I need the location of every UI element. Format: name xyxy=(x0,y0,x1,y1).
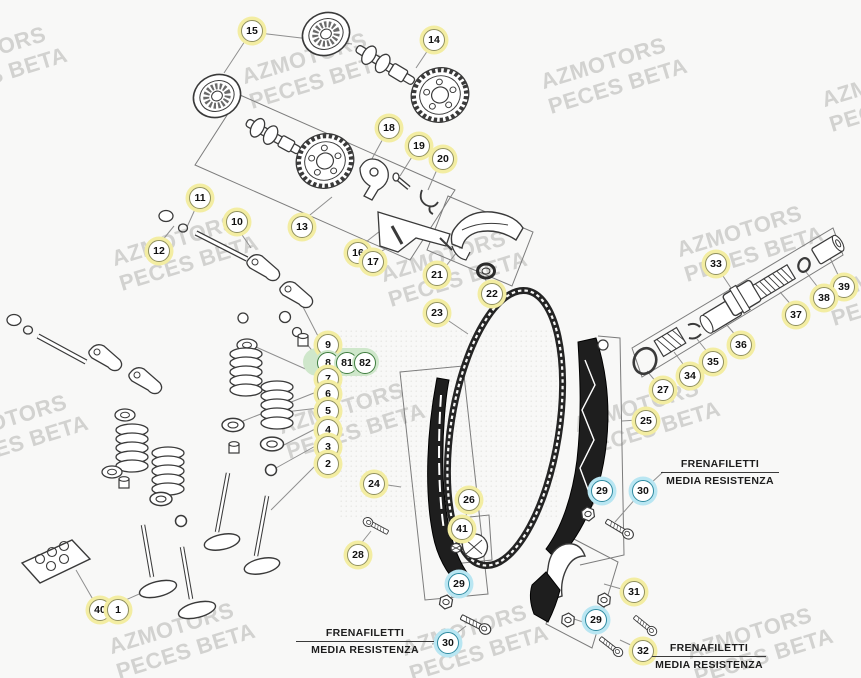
callout-27: 27 xyxy=(652,379,674,401)
tensioner-assembly-right xyxy=(632,234,845,376)
callout-24: 24 xyxy=(363,473,385,495)
valves xyxy=(138,472,281,620)
callout-29: 29 xyxy=(585,609,607,631)
threadlocker-line1: FRENAFILETTI xyxy=(296,627,434,642)
camshaft-intake xyxy=(245,117,362,197)
callout-33: 33 xyxy=(705,253,727,275)
threadlocker-label-2: FRENAFILETTI MEDIA RESISTENZA xyxy=(661,458,779,487)
threadlocker-line2: MEDIA RESISTENZA xyxy=(311,644,419,656)
threadlocker-label-1: FRENAFILETTI MEDIA RESISTENZA xyxy=(296,627,434,656)
callout-22: 22 xyxy=(481,283,503,305)
callout-30: 30 xyxy=(632,480,654,502)
callout-41: 41 xyxy=(451,518,473,540)
threadlocker-line2: MEDIA RESISTENZA xyxy=(655,659,763,671)
callout-30: 30 xyxy=(437,632,459,654)
callout-21: 21 xyxy=(426,264,448,286)
callout-15: 15 xyxy=(241,20,263,42)
needle-bearing-left xyxy=(187,67,248,125)
callout-19: 19 xyxy=(408,135,430,157)
rocker-assembly-lower xyxy=(6,313,163,395)
callout-37: 37 xyxy=(785,304,807,326)
timing-bracket xyxy=(377,211,453,253)
callout-10: 10 xyxy=(226,211,248,233)
callout-20: 20 xyxy=(432,148,454,170)
callout-12: 12 xyxy=(148,240,170,262)
timing-chain xyxy=(443,286,567,570)
callout-31: 31 xyxy=(623,581,645,603)
callout-23: 23 xyxy=(426,302,448,324)
callout-39: 39 xyxy=(833,276,855,298)
callout-34: 34 xyxy=(679,365,701,387)
shim-plate xyxy=(20,539,92,584)
valve-small-parts-left xyxy=(101,408,188,528)
decompressor-parts xyxy=(359,158,439,215)
threadlocker-label-3: FRENAFILETTI MEDIA RESISTENZA xyxy=(652,642,766,671)
callout-82: 82 xyxy=(354,352,376,374)
tensioner-26 xyxy=(450,533,489,560)
callout-38: 38 xyxy=(813,287,835,309)
rocker-assembly-upper xyxy=(158,209,314,309)
callout-18: 18 xyxy=(378,117,400,139)
callout-14: 14 xyxy=(423,29,445,51)
callout-1: 1 xyxy=(107,599,129,621)
callout-11: 11 xyxy=(189,187,211,209)
callout-36: 36 xyxy=(730,334,752,356)
camshaft-exhaust xyxy=(355,45,477,130)
tensioner-arm xyxy=(450,211,524,280)
threadlocker-line1: FRENAFILETTI xyxy=(652,642,766,657)
callout-13: 13 xyxy=(291,216,313,238)
threadlocker-line1: FRENAFILETTI xyxy=(661,458,779,473)
callout-28: 28 xyxy=(347,544,369,566)
callout-29: 29 xyxy=(591,480,613,502)
callout-25: 25 xyxy=(635,410,657,432)
callout-26: 26 xyxy=(458,489,480,511)
valve-small-parts-center xyxy=(221,310,309,477)
needle-bearing-top xyxy=(296,5,357,63)
callout-17: 17 xyxy=(362,251,384,273)
callout-29: 29 xyxy=(448,573,470,595)
callout-40: 40 xyxy=(89,599,111,621)
callout-6: 6 xyxy=(317,383,339,405)
mount-bracket xyxy=(529,543,586,623)
callout-2: 2 xyxy=(317,453,339,475)
callout-35: 35 xyxy=(702,351,724,373)
threadlocker-line2: MEDIA RESISTENZA xyxy=(666,475,774,487)
callout-32: 32 xyxy=(632,640,654,662)
